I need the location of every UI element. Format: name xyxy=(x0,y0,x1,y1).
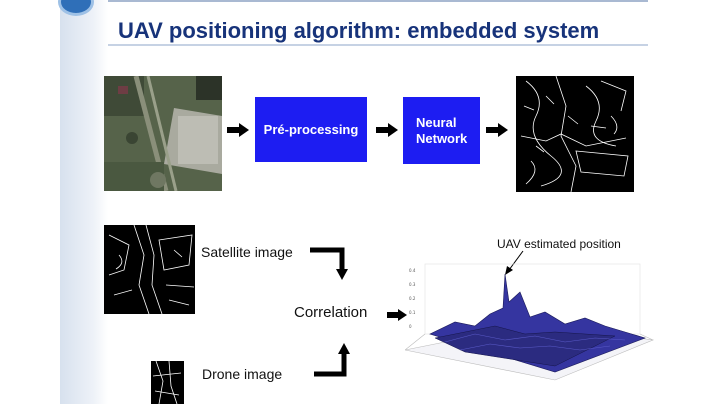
top-rule xyxy=(108,0,648,2)
elbow-arrow-up-icon xyxy=(314,343,350,377)
satellite-image-label: Satellite image xyxy=(201,244,293,260)
arrow-right-icon xyxy=(486,123,508,137)
svg-text:0: 0 xyxy=(409,324,412,329)
satellite-edge-image xyxy=(104,225,195,314)
correlation-label: Correlation xyxy=(294,304,368,321)
annotation-pointer xyxy=(505,250,524,275)
neural-network-box: Neural Network xyxy=(403,97,480,164)
drone-image-label: Drone image xyxy=(202,366,283,382)
neural-network-label-line2: Network xyxy=(416,130,468,146)
arrow-right-icon xyxy=(387,309,407,321)
svg-text:0.3: 0.3 xyxy=(409,282,416,287)
neural-network-label-line1: Neural xyxy=(416,114,457,130)
elbow-arrow-down-icon xyxy=(310,247,348,280)
correlation-surface-plot: 0.4 0.3 0.2 0.1 0 xyxy=(404,262,655,382)
svg-text:0.1: 0.1 xyxy=(409,310,416,315)
drone-edge-image xyxy=(151,361,184,404)
uav-position-annotation: UAV estimated position xyxy=(497,237,621,251)
title-underline xyxy=(108,44,648,46)
aerial-photo xyxy=(104,76,222,191)
arrow-right-icon xyxy=(376,123,398,137)
slide-side-band xyxy=(60,0,108,404)
preprocessing-box: Pré-processing xyxy=(255,97,367,162)
svg-text:0.2: 0.2 xyxy=(409,296,416,301)
slide-title: UAV positioning algorithm: embedded syst… xyxy=(118,18,600,43)
arrow-right-icon xyxy=(227,123,249,137)
edge-map-output xyxy=(516,76,634,192)
svg-text:0.4: 0.4 xyxy=(409,268,416,273)
preprocessing-label: Pré-processing xyxy=(263,122,359,137)
